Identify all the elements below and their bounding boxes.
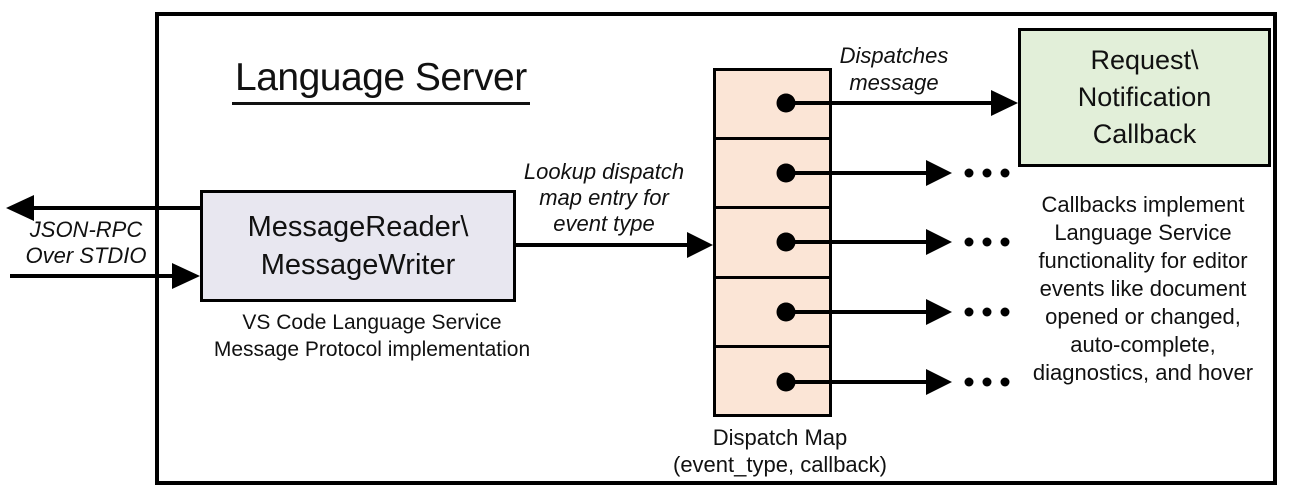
json-rpc-stdio-label: JSON-RPC Over STDIO	[16, 217, 156, 269]
dispatch-map	[713, 68, 832, 417]
callback-box-label-line: Request\	[1090, 45, 1199, 75]
dispatch-map-caption: Dispatch Map (event_type, callback)	[655, 424, 905, 478]
message-io-caption-line: VS Code Language Service	[242, 311, 502, 334]
callbacks-note-line: opened or changed,	[1045, 304, 1241, 329]
dispatch-map-caption-line: (event_type, callback)	[673, 452, 887, 477]
message-io-label-line: MessageWriter	[260, 249, 456, 281]
lookup-annotation-line: event type	[553, 211, 655, 236]
dispatch-map-cell	[716, 209, 829, 279]
callbacks-note-line: diagnostics, and hover	[1032, 360, 1254, 385]
callback-box-label-line: Notification	[1077, 82, 1212, 112]
dispatches-annotation-line: Dispatches	[839, 43, 949, 68]
dispatch-map-cell	[716, 347, 829, 415]
message-io-caption: VS Code Language Service Message Protoco…	[184, 309, 560, 363]
language-server-box	[155, 12, 1277, 485]
json-rpc-label-line: Over STDIO	[25, 243, 147, 268]
callbacks-note-line: Callbacks implement	[1041, 192, 1245, 217]
dispatch-map-cell	[716, 71, 829, 141]
message-io-caption-line: Message Protocol implementation	[213, 338, 531, 361]
callbacks-note-line: auto-complete,	[1070, 332, 1216, 357]
dispatch-map-cell	[716, 140, 829, 210]
dispatch-map-cell	[716, 278, 829, 348]
callback-box-label-line: Callback	[1092, 119, 1197, 149]
message-io-box: MessageReader\ MessageWriter	[200, 190, 516, 302]
callbacks-note-line: Language Service	[1054, 220, 1232, 245]
json-rpc-label-line: JSON-RPC	[29, 217, 143, 242]
lookup-dispatch-annotation: Lookup dispatch map entry for event type	[504, 159, 704, 237]
callbacks-note-line: events like document	[1039, 276, 1247, 301]
callbacks-note: Callbacks implement Language Service fun…	[1014, 191, 1272, 387]
dispatches-message-annotation: Dispatches message	[834, 42, 954, 96]
dispatch-map-caption-line: Dispatch Map	[712, 425, 848, 450]
lookup-annotation-line: map entry for	[539, 185, 669, 210]
callback-box: Request\ Notification Callback	[1018, 28, 1271, 167]
callbacks-note-line: functionality for editor	[1038, 248, 1248, 273]
lookup-annotation-line: Lookup dispatch	[523, 159, 685, 184]
message-io-label-line: MessageReader\	[247, 211, 469, 243]
dispatches-annotation-line: message	[849, 70, 939, 95]
page-title: Language Server	[232, 56, 530, 105]
